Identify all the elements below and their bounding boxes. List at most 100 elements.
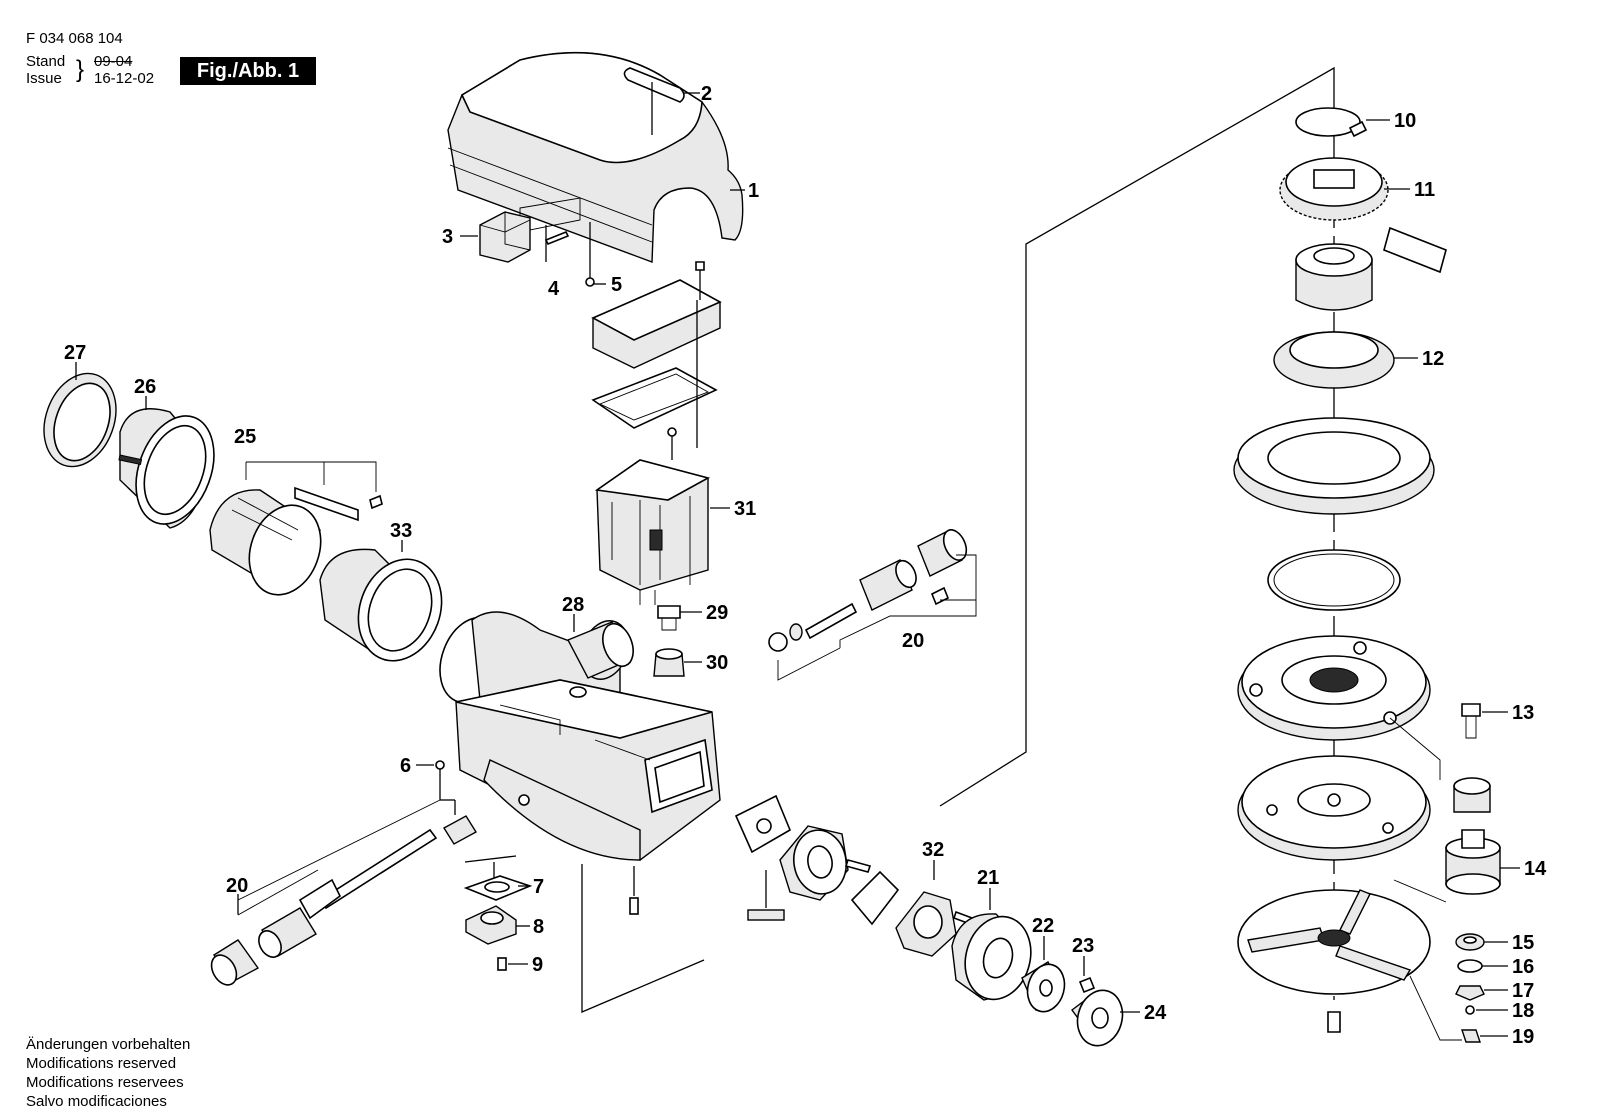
gear-14 [1445,829,1501,895]
old-date: 09-04 [94,53,133,70]
main-body [439,611,721,861]
stand-label: Stand [26,53,66,70]
callout-31: 31 [734,498,756,520]
o-ring [1267,549,1401,611]
figure-label: Fig./Abb. 1 [180,57,316,85]
bushing [1295,243,1373,311]
screw-13 [1389,703,1481,780]
callout-22: 22 [1032,915,1054,937]
pin-23 [1078,976,1096,994]
knob-30 [653,648,685,677]
note-de: Änderungen vorbehalten [26,1036,191,1053]
knob-24 [1071,989,1124,1047]
screw-5 [585,222,595,287]
housing-25 [209,461,383,596]
screw-bottom [629,866,639,915]
callout-2: 2 [701,83,712,105]
callout-14: 14 [1524,858,1547,880]
screw-6 [435,760,445,790]
callout-5: 5 [611,274,622,296]
callout-1: 1 [748,180,759,202]
callout-26: 26 [134,376,156,398]
callout-30: 30 [706,652,728,674]
rotating-plate [1237,889,1431,1033]
issue-label: Issue [26,70,62,87]
callout-18: 18 [1512,1000,1534,1022]
leader-frame-bottom [464,855,517,878]
callout-numbers: 2 1 3 4 5 6 7 8 9 10 11 12 13 14 15 16 1… [64,83,1547,1048]
screw-4 [544,225,570,262]
callout-9: 9 [532,954,543,976]
leader-right-group [1393,879,1462,1041]
callout-17: 17 [1512,980,1534,1002]
callout-29: 29 [706,602,728,624]
leader-long [939,66,1335,807]
plate-8 [465,905,517,945]
callout-7: 7 [533,876,544,898]
callout-28: 28 [562,594,584,616]
frame-31 [594,459,711,605]
motor-unit [747,825,872,921]
callout-24: 24 [1144,1002,1167,1024]
callout-32: 32 [922,839,944,861]
ring-27 [43,372,117,468]
nut-17 [1455,985,1485,1001]
part-number: F 034 068 104 [26,30,123,47]
label-plate [1383,226,1447,274]
callout-25: 25 [234,426,256,448]
callout-23: 23 [1072,935,1094,957]
callout-15: 15 [1512,932,1534,954]
shaft-20-right [768,529,977,681]
washer-15 [1455,933,1485,951]
ring-16 [1457,959,1483,973]
ring-12 [1273,331,1395,389]
callout-20-left: 20 [226,875,248,897]
lens-33 [319,548,443,662]
gasket [734,794,792,854]
bracket-7 [463,875,533,901]
callout-27: 27 [64,342,86,364]
knob-28 [567,621,634,679]
brace-icon: } [76,56,85,83]
callout-3: 3 [442,226,453,248]
callout-13: 13 [1512,702,1534,724]
plate-lower [1237,755,1431,861]
callout-20-right: 20 [902,630,924,652]
pin-2 [623,67,685,135]
plate-32 [850,870,974,957]
disc-large [1233,417,1435,515]
knob-3 [479,211,531,263]
threaded-base [1237,635,1431,741]
callout-11: 11 [1414,179,1435,201]
ball-18 [1465,1005,1475,1015]
callout-6: 6 [400,755,411,777]
callout-33: 33 [390,520,412,542]
screw-29 [657,605,681,631]
ring-21 [951,913,1032,1001]
gear-11 [1279,157,1389,221]
callout-leaders [75,92,1520,1037]
leader-frame-left [581,864,705,1013]
note-en: Modifications reserved [26,1055,177,1072]
callout-10: 10 [1394,110,1416,132]
callout-8: 8 [533,916,544,938]
callout-12: 12 [1422,348,1444,370]
note-es: Salvo modificaciones [26,1093,167,1110]
shaft-20-left [210,790,477,986]
circuit-box [591,261,722,369]
callout-19: 19 [1512,1026,1534,1048]
note-fr: Modifications reservees [26,1074,184,1091]
knob-22 [1021,961,1066,1013]
circlip-10 [1295,107,1368,138]
notes-block: Änderungen vorbehalten Modifications res… [26,1035,190,1111]
screw-mid [667,300,698,460]
circuit-board [591,367,718,429]
screw-9 [497,957,507,971]
issue-date: 16-12-02 [94,70,155,87]
bushing-small [1453,777,1491,813]
callout-21: 21 [977,867,999,889]
callout-16: 16 [1512,956,1534,978]
clip-19 [1461,1029,1481,1043]
